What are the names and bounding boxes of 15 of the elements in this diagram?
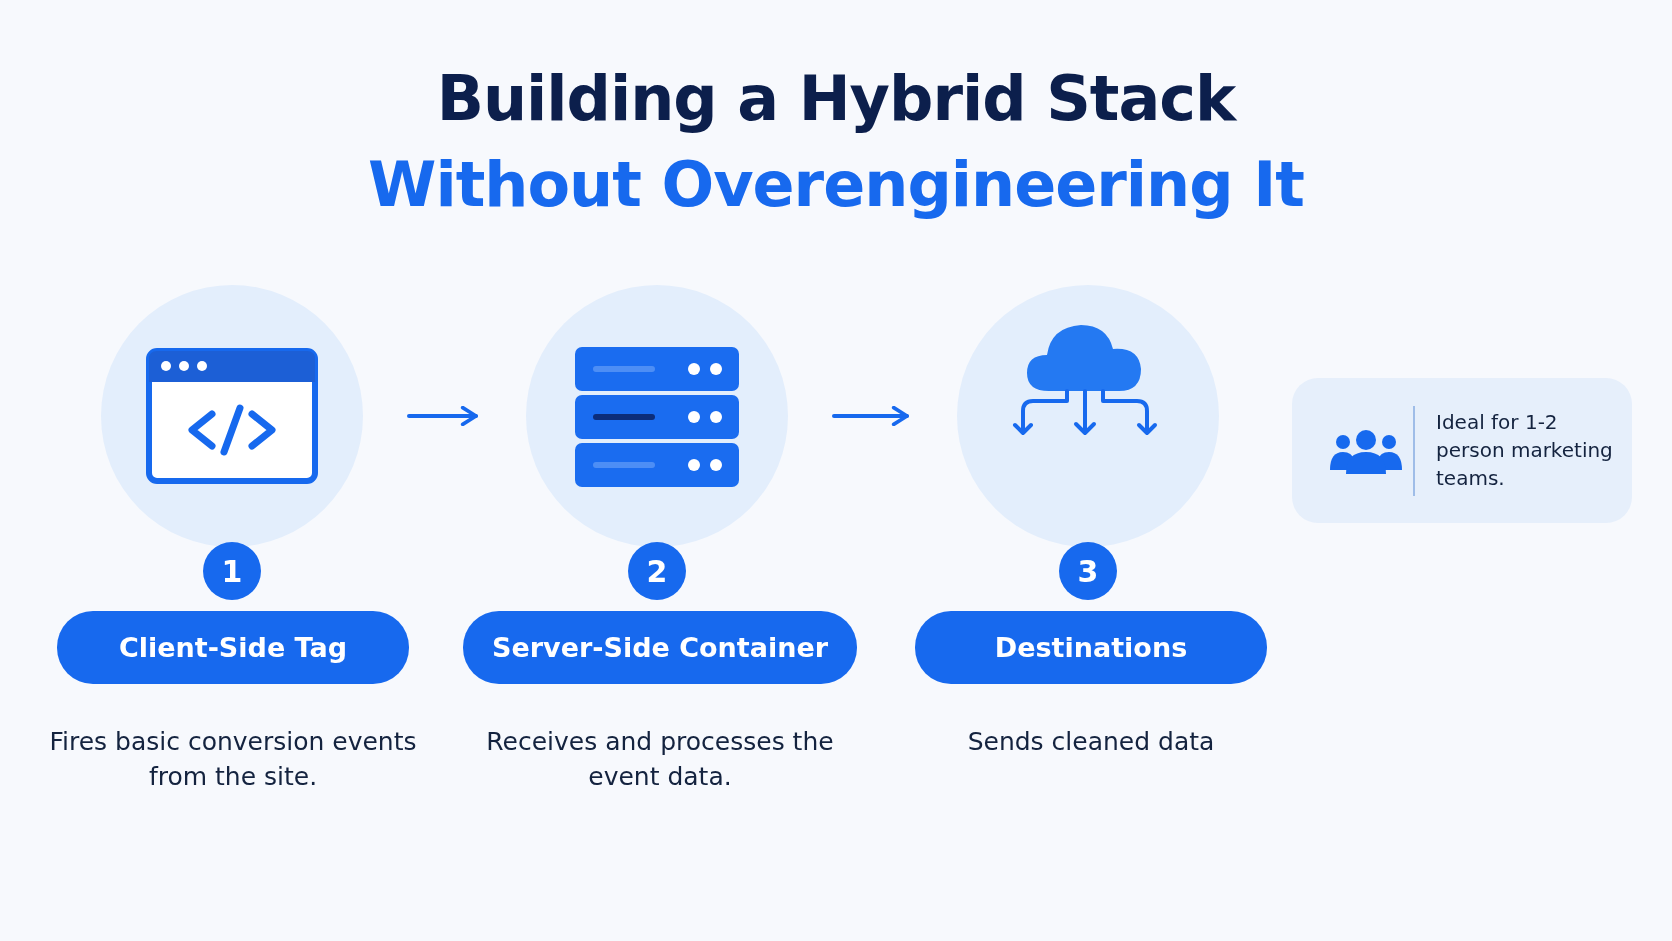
step-number-badge: 1 xyxy=(203,542,261,600)
arrow xyxy=(407,405,478,427)
step-description: Receives and processes the event data. xyxy=(485,726,835,793)
info-card xyxy=(1292,378,1632,523)
title: Building a Hybrid Stack xyxy=(435,62,1238,135)
step-label: Server-Side Container xyxy=(463,611,857,684)
arrow xyxy=(832,405,909,427)
step-description: Fires basic conversion events from the site. xyxy=(48,726,418,793)
step-description: Sends cleaned data xyxy=(966,726,1216,758)
subtitle: Without Overengineering It xyxy=(367,148,1305,221)
step-label: Destinations xyxy=(915,611,1267,684)
step-number-badge: 2 xyxy=(628,542,686,600)
step-label: Client-Side Tag xyxy=(57,611,409,684)
step-number-badge: 3 xyxy=(1059,542,1117,600)
card-text: Ideal for 1-2 person marketing teams. xyxy=(1436,409,1614,492)
